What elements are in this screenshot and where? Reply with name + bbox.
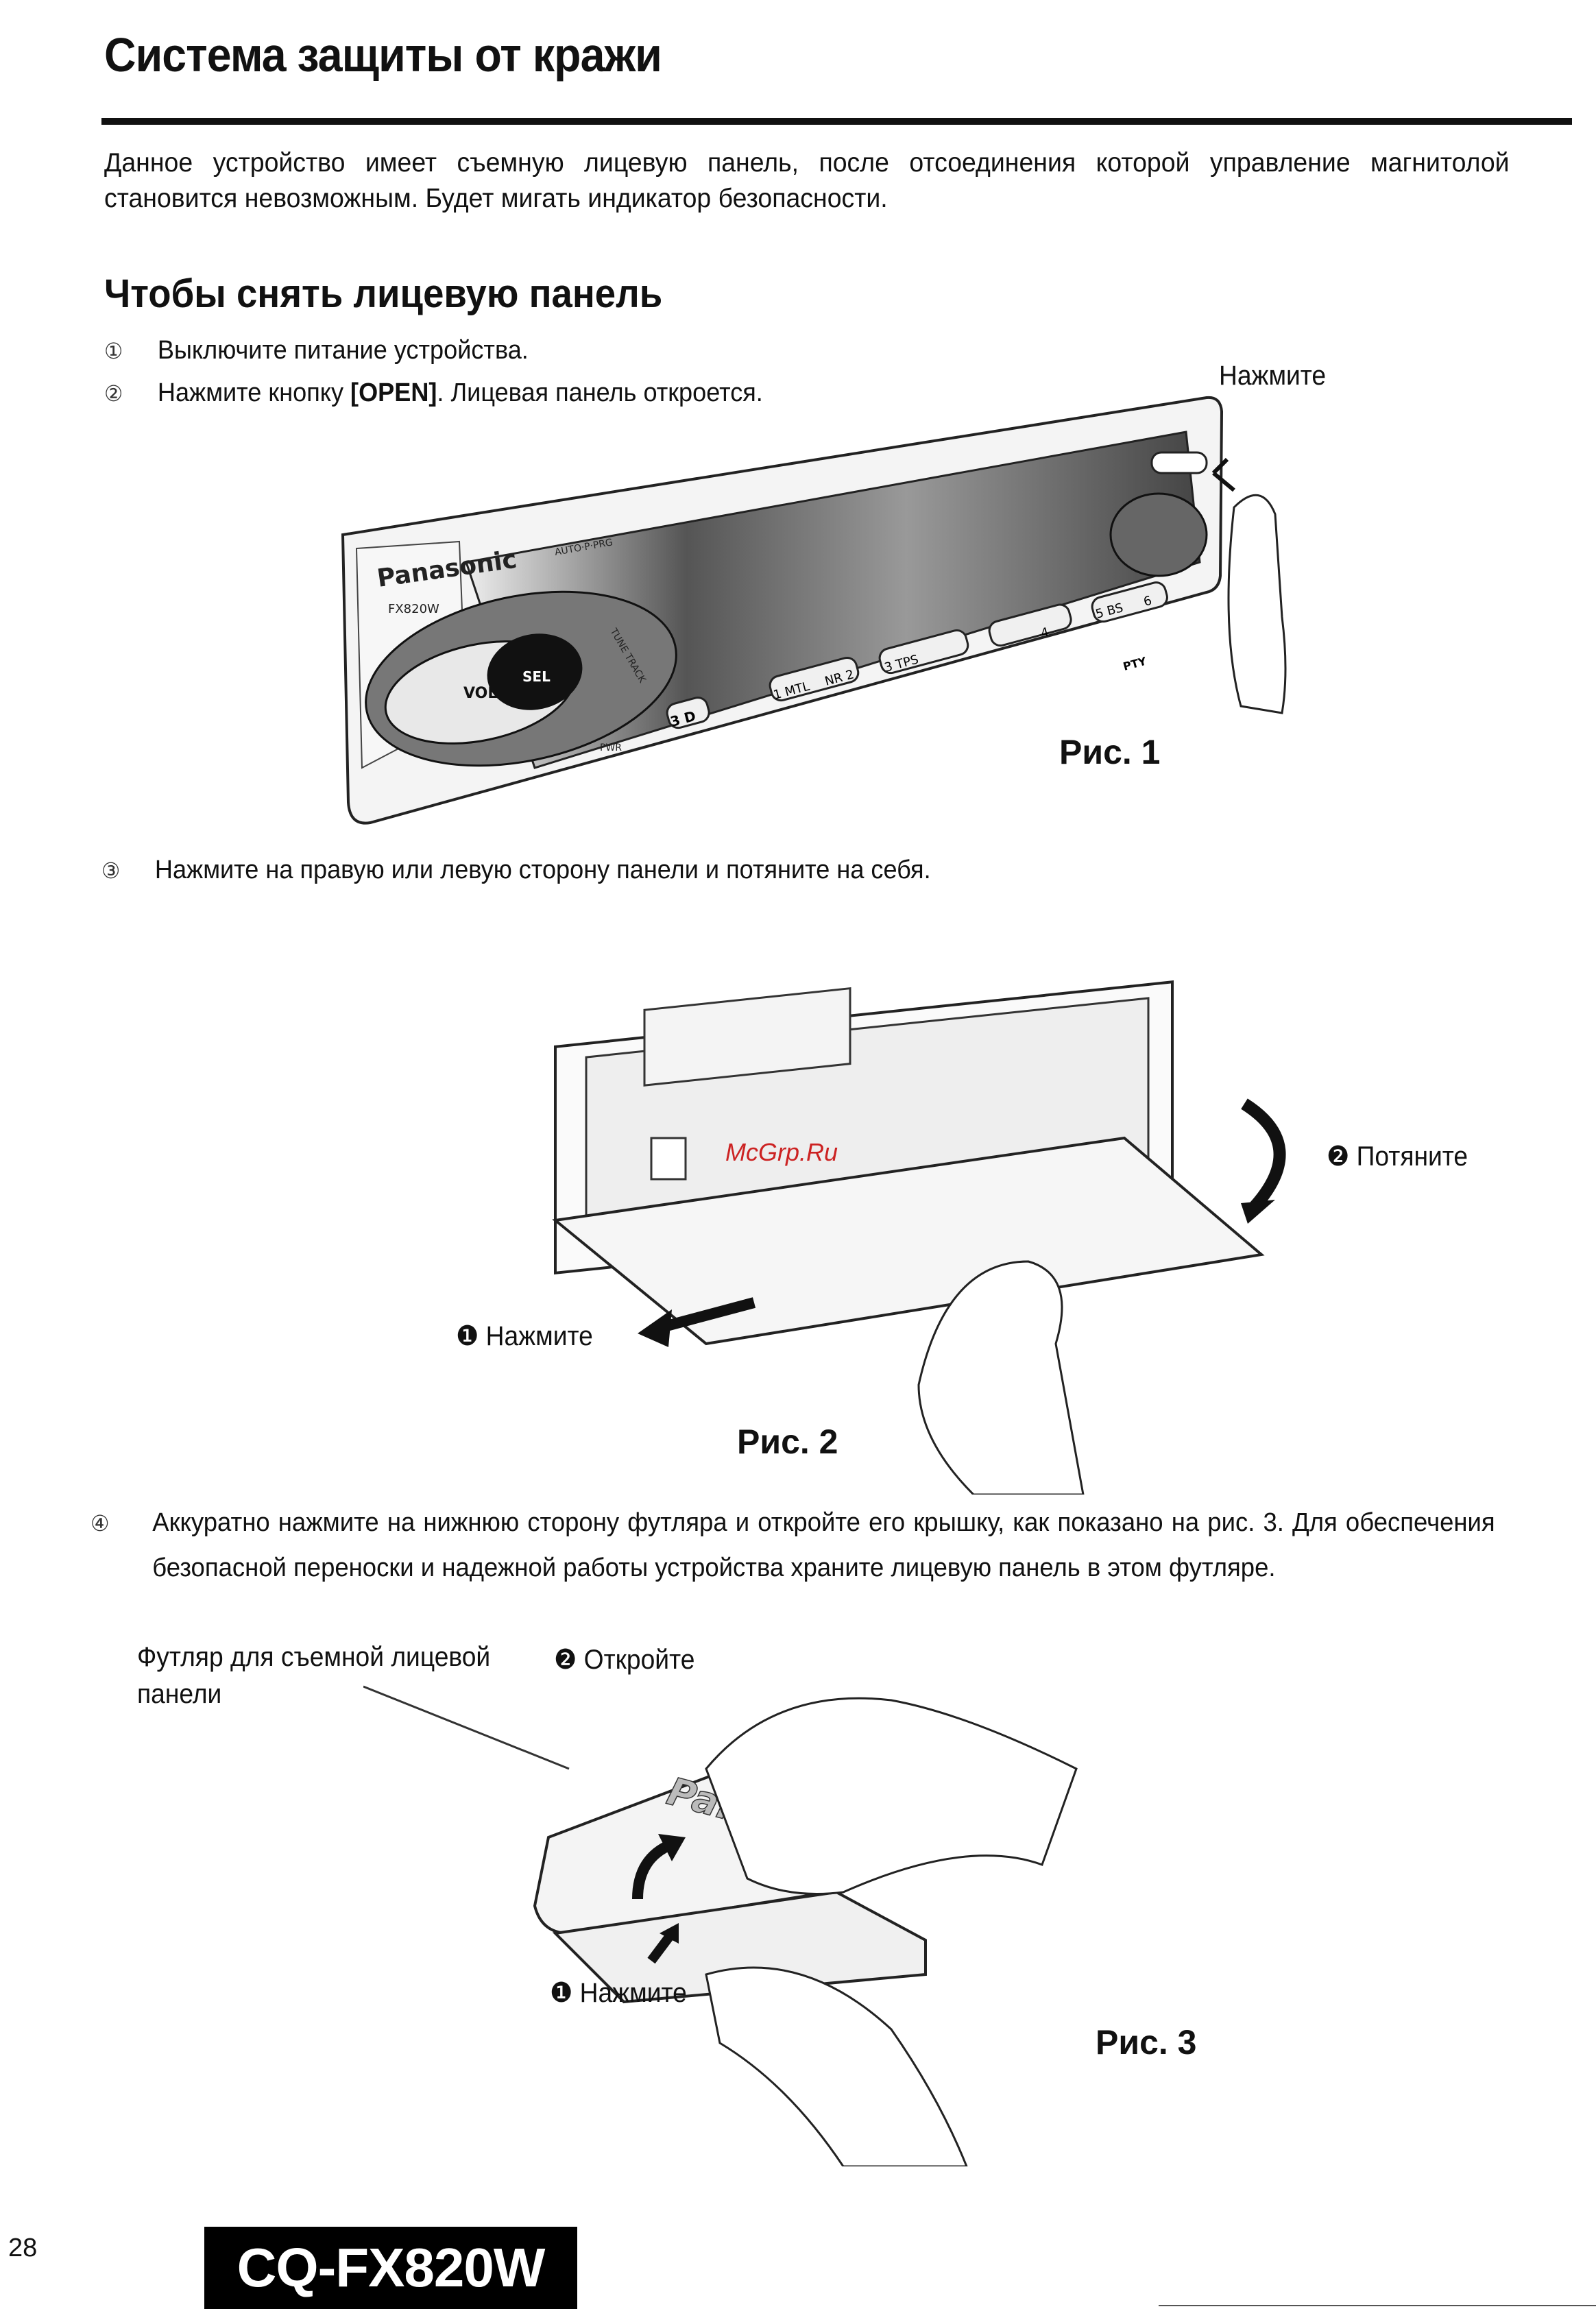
hand-icon (1227, 494, 1287, 714)
fig3-open-label: ❷ Откройте (554, 1645, 695, 1675)
open-button (1150, 451, 1208, 474)
watermark: McGrp.Ru (725, 1138, 838, 1166)
fig3-case-label-line1: Футляр для съемной лицевой (137, 1642, 491, 1672)
fig3-case-label-line2: панели (137, 1679, 222, 1709)
step-number: ② (104, 380, 123, 407)
pull-arrowhead (1241, 1200, 1275, 1224)
step-text: Аккуратно нажмите на нижнюю сторону футл… (152, 1508, 1495, 1582)
leader-line (363, 1685, 570, 1770)
preset-buttons (666, 581, 1168, 729)
fig3-caption: Рис. 3 (1096, 2023, 1197, 2062)
cassette-slot (643, 987, 851, 1087)
fig2-pull-label: ❷ Потяните (1327, 1141, 1468, 1172)
figure-3-case: Panasonic (363, 1685, 1078, 2166)
step-text: Нажмите на правую или левую сторону пане… (154, 856, 931, 884)
page-title: Система защиты от кражи (104, 28, 662, 82)
step-4: ④ Аккуратно нажмите на нижнюю сторону фут… (90, 1500, 1512, 1591)
pwr-label: PWR (600, 742, 622, 753)
detached-faceplate (552, 1136, 1265, 1346)
model-badge: CQ-FX820W (204, 2227, 577, 2309)
step-number: ④ (90, 1510, 110, 1536)
step-text: Выключите питание устройства. (157, 336, 529, 365)
step-number: ① (104, 338, 123, 364)
figure-1-faceplate: Panasonic FX820W VOL SEL AUTO·P·PRG TUNE… (341, 396, 1287, 825)
fig1-caption: Рис. 1 (1059, 733, 1161, 771)
right-knob (1109, 492, 1208, 577)
vol-label: VOL (463, 685, 497, 702)
fig3-case-label: Футляр для съемной лицевой панели (137, 1639, 490, 1713)
open-key-label: [OPEN] (350, 378, 437, 407)
step-text: Нажмите кнопку (157, 378, 351, 407)
model-text: FX820W (388, 602, 439, 616)
footer-divider (1159, 2305, 1596, 2306)
fig1-press-label: Нажмите (1219, 361, 1327, 391)
pull-arrow-icon (1241, 1098, 1286, 1211)
step-number: ③ (101, 858, 121, 884)
eject-icon (650, 1137, 687, 1181)
page-number: 28 (8, 2234, 38, 2262)
title-divider (101, 118, 1572, 125)
fig2-press-label: ❶ Нажмите (456, 1321, 593, 1351)
button-4: 4 (1039, 625, 1050, 641)
hand-bottom-icon (705, 1966, 968, 2166)
press-arrow-icon (1211, 457, 1235, 492)
section-title: Чтобы снять лицевую панель (104, 271, 663, 316)
step-3: ③ Нажмите на правую или левую сторону пан… (101, 856, 931, 885)
button-pty: PTY (1122, 655, 1148, 673)
fig2-caption: Рис. 2 (737, 1423, 838, 1461)
case-body (552, 1890, 927, 2004)
press-arrowhead (660, 1923, 679, 1944)
sel-label: SEL (522, 668, 551, 685)
press-arrowhead (638, 1309, 672, 1347)
intro-paragraph: Данное устройство имеет съемную лицевую … (104, 148, 1510, 213)
button-6: 6 (1142, 594, 1153, 609)
step-1: ① Выключите питание устройства. (104, 336, 529, 365)
hand-top-icon (705, 1697, 1078, 1895)
open-arrowhead (658, 1834, 686, 1861)
step-2: ② Нажмите кнопку [OPEN]. Лицевая панель о… (104, 378, 763, 408)
hand-icon (917, 1260, 1085, 1495)
fig3-press-label: ❶ Нажмите (550, 1978, 687, 2008)
step-text-tail: . Лицевая панель откроется. (437, 378, 763, 407)
knob-vol-sel (365, 590, 677, 767)
figure-2-panel-removal (552, 980, 1286, 1495)
